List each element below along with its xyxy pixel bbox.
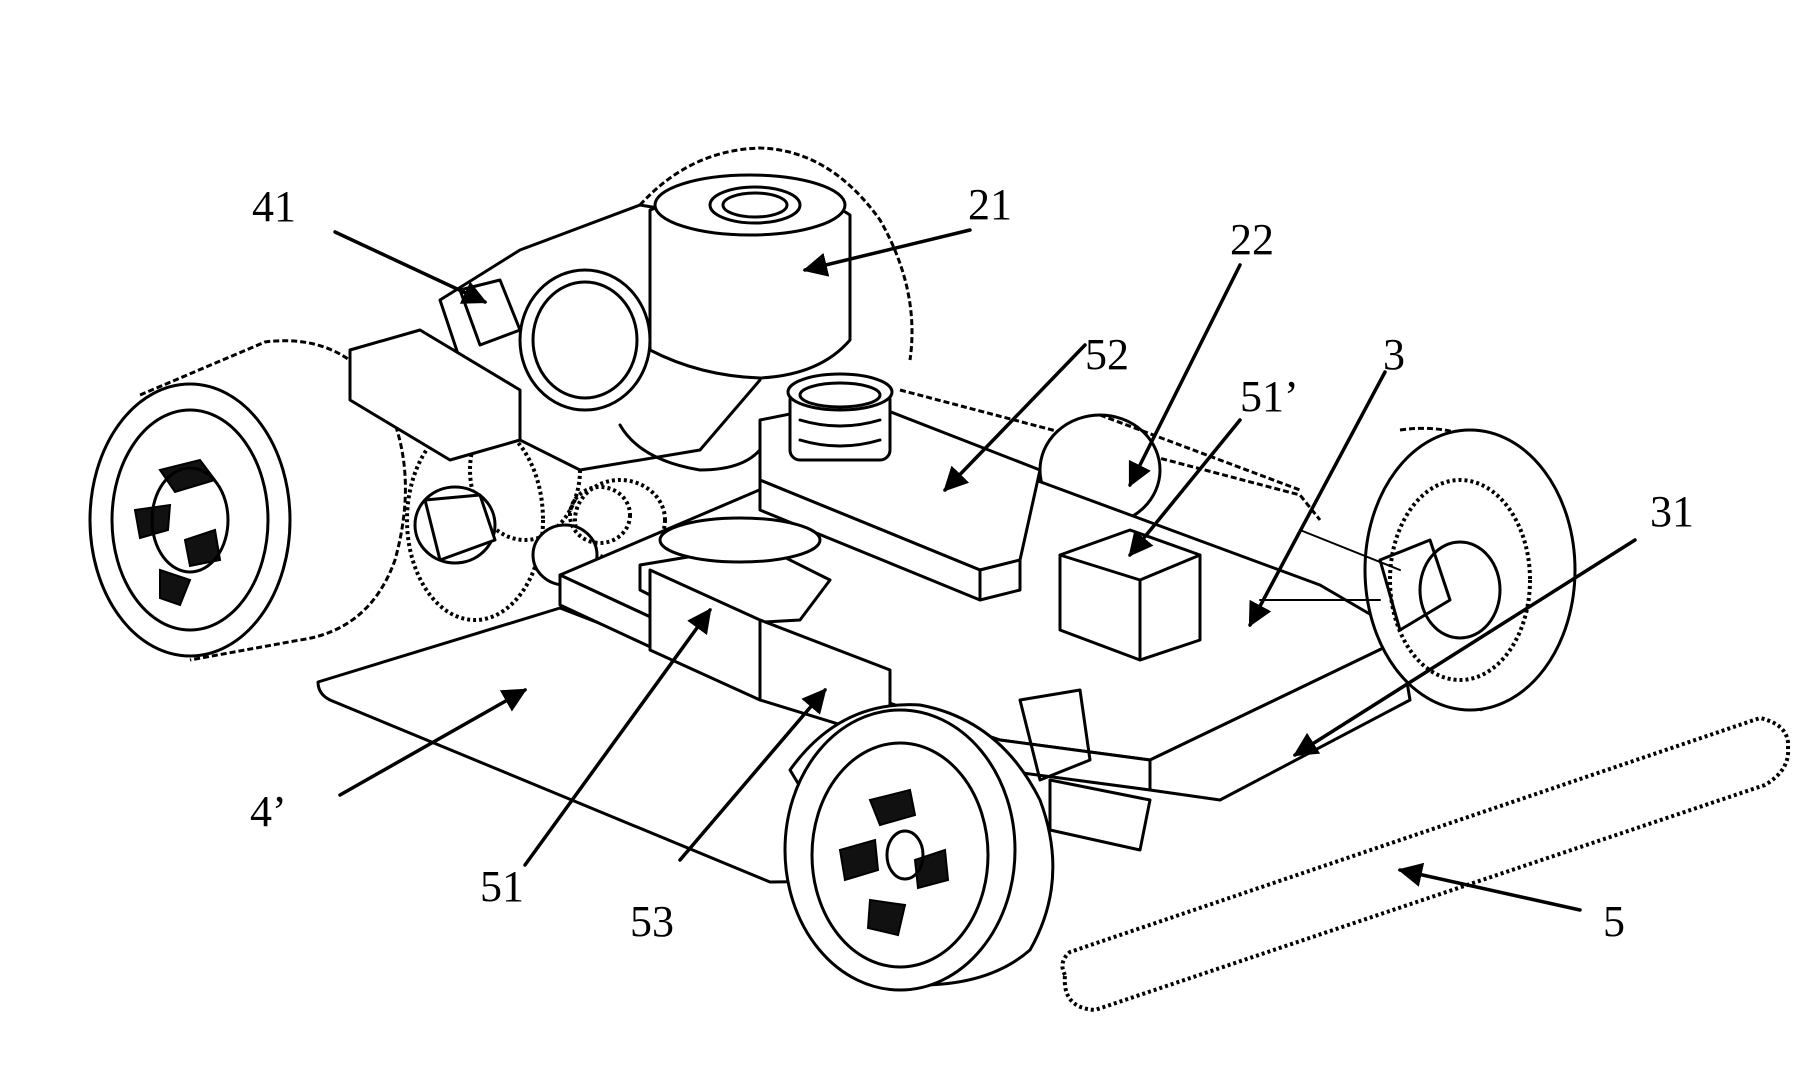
label-22: 22 xyxy=(1230,218,1274,262)
label-31: 31 xyxy=(1650,490,1694,534)
label-3: 3 xyxy=(1383,333,1405,377)
label-4prime: 4’ xyxy=(250,790,287,834)
label-52: 52 xyxy=(1085,333,1129,377)
leader-22 xyxy=(1130,265,1240,485)
label-21: 21 xyxy=(968,183,1012,227)
leader-41 xyxy=(335,232,485,302)
label-51prime: 51’ xyxy=(1240,375,1299,419)
label-51: 51 xyxy=(480,865,524,909)
label-5: 5 xyxy=(1603,900,1625,944)
label-41: 41 xyxy=(252,185,296,229)
label-53: 53 xyxy=(630,900,674,944)
